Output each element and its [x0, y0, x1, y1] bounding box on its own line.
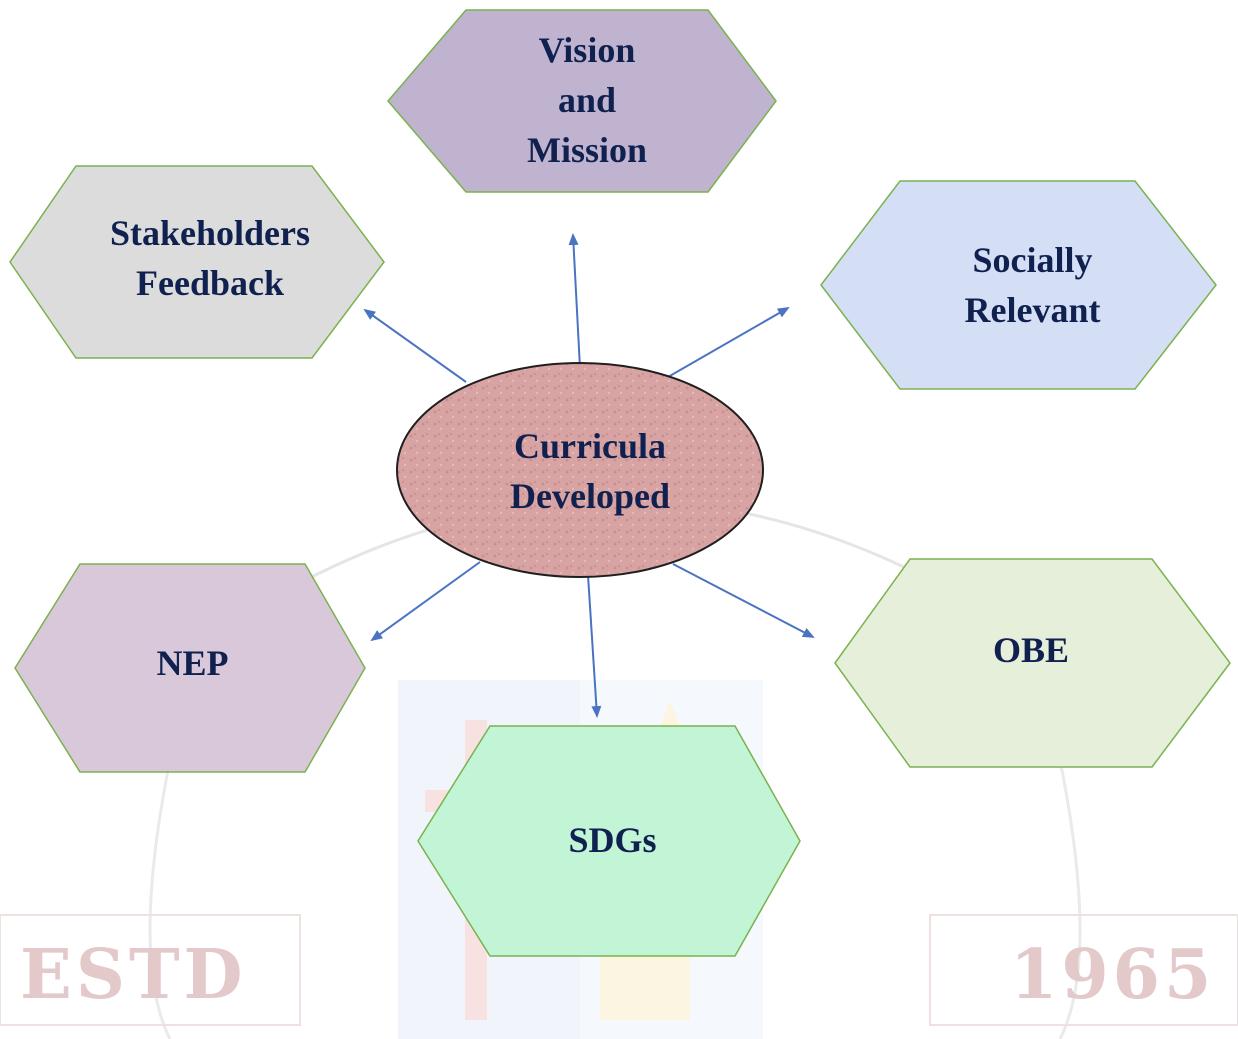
stakeholders-feedback-node: [9, 165, 385, 359]
stakeholders-feedback-label: Stakeholders Feedback: [109, 212, 311, 303]
sdgs-node: [417, 725, 801, 957]
nep-label: NEP: [156, 642, 229, 683]
arrow-to-nep: [370, 561, 481, 642]
center-ellipse: [396, 362, 764, 578]
vision-mission-label: Vision and Mission: [526, 30, 648, 170]
watermark-estd-text: ESTD: [20, 935, 247, 1015]
arrow-to-obe: [672, 563, 815, 638]
socially-relevant-label: Socially Relevant: [964, 239, 1101, 330]
watermark-year-text: 1965: [1010, 935, 1216, 1015]
center-label: Curricula Developed: [510, 425, 670, 516]
arrow-to-vision: [568, 233, 581, 369]
sdgs-label: SDGs: [568, 819, 657, 860]
socially-relevant-node: [820, 180, 1217, 390]
arrow-to-social: [667, 307, 790, 378]
nep-node: [14, 563, 366, 773]
obe-node: [834, 558, 1231, 768]
connector-arrows: [363, 233, 815, 718]
arrow-to-sdgs: [587, 574, 602, 718]
obe-label: OBE: [992, 629, 1070, 670]
arrow-to-stakeholders: [363, 308, 467, 383]
vision-mission-node: [387, 9, 777, 193]
